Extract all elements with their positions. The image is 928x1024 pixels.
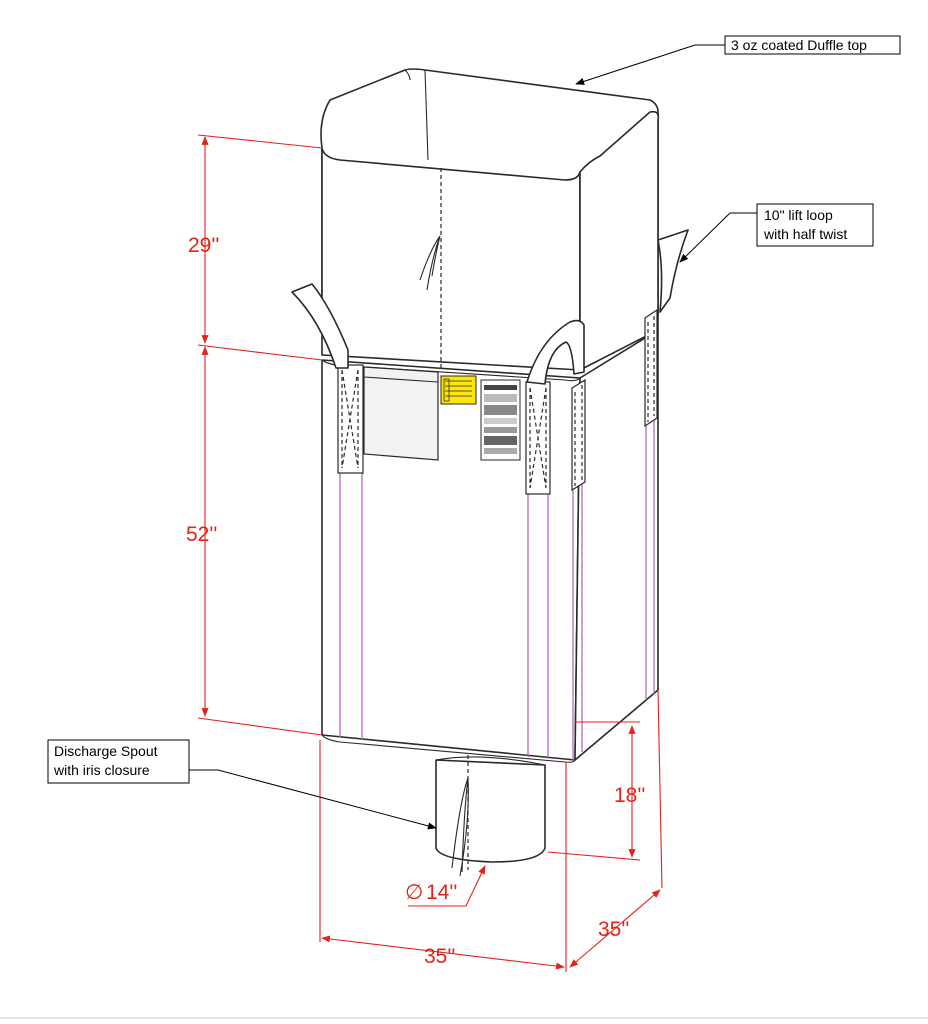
callout-lift-loop: 10" lift loop with half twist — [679, 203, 874, 263]
lift-loop-front-right — [526, 319, 585, 385]
duffle-top — [320, 68, 660, 372]
loop-patch-front-right — [525, 381, 551, 495]
spout-tie-icon — [451, 777, 469, 877]
corner-belt-right-face — [572, 478, 583, 761]
corner-belt-back-right — [645, 420, 655, 700]
callout-lift-loop-line1: 10" lift loop — [764, 207, 833, 223]
dim-spout-diameter-symbol: ∅ — [405, 881, 423, 904]
callout-spout-line2: with iris closure — [53, 762, 150, 778]
dimension-lines — [197, 134, 663, 972]
dim-body-height-label: 52'' — [186, 523, 217, 546]
callout-spout-line1: Discharge Spout — [54, 743, 158, 759]
yellow-warning-label — [440, 375, 477, 405]
loop-patch-left — [337, 364, 364, 474]
callout-lift-loop-line2: with half twist — [763, 226, 847, 242]
loop-patch-right — [571, 378, 586, 492]
document-pouch — [363, 366, 439, 461]
discharge-spout — [435, 755, 546, 877]
bag-body — [321, 308, 659, 763]
dim-spout-diameter-label: 14'' — [426, 881, 457, 904]
lift-loop-left — [291, 283, 349, 369]
callout-discharge-spout: Discharge Spout with iris closure — [47, 739, 437, 830]
dim-depth-label: 35'' — [598, 918, 629, 941]
corner-belt-left — [339, 470, 363, 740]
callout-duffle-top: 3 oz coated Duffle top — [575, 35, 901, 85]
callout-duffle-top-text: 3 oz coated Duffle top — [731, 37, 867, 53]
spec-label — [480, 379, 521, 461]
lift-loop-back-right — [657, 229, 689, 313]
corner-belt-front-right — [527, 492, 549, 759]
dim-width-label: 35'' — [424, 945, 455, 968]
dim-spout-height-label: 18'' — [614, 784, 645, 807]
dim-top-height-label: 29'' — [188, 234, 219, 257]
loop-patch-back — [644, 308, 658, 428]
duffle-tie-icon — [419, 235, 441, 291]
